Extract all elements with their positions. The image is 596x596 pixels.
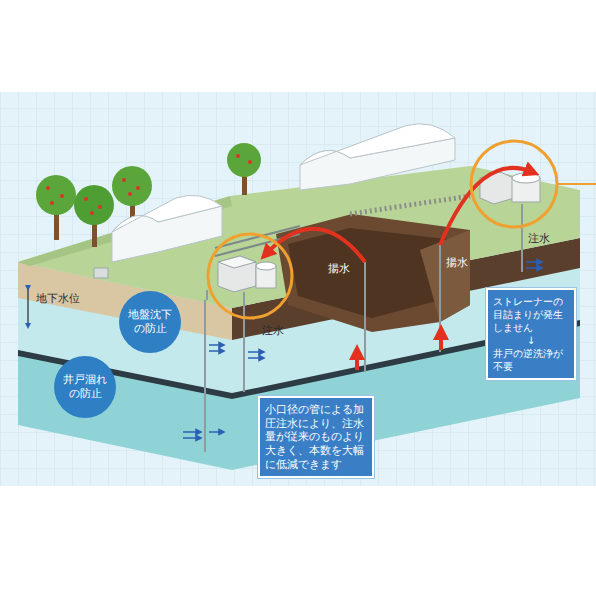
grid-panel — [0, 92, 596, 486]
excavation-wall — [420, 230, 470, 322]
note-text: ↓ — [493, 334, 569, 347]
pump-label: 揚水 — [446, 256, 468, 269]
note-box: 小口径の管による加圧注水により、注水量が従来のものより大きく、本数を大幅に低減で… — [258, 396, 374, 478]
inject-label: 注水 — [262, 324, 284, 337]
greenhouse — [112, 124, 455, 262]
pump-label: 揚水 — [328, 262, 350, 275]
tank — [218, 256, 276, 292]
water-level-label: 地下水位 — [36, 292, 80, 305]
pump-arrow — [440, 168, 532, 245]
note-box: ストレーナーの目詰まりが発生しません↓井戸の逆洗浄が不要 — [486, 288, 576, 380]
upflow-arrow — [355, 352, 359, 370]
note-text: 井戸の逆洗浄が不要 — [493, 347, 569, 373]
clay-layer — [18, 350, 232, 399]
shed — [94, 268, 108, 278]
highlight-circle — [471, 141, 557, 227]
upflow-arrow — [439, 332, 443, 350]
note-text: ストレーナーの目詰まりが発生しません — [493, 295, 569, 334]
circle-text: 地盤沈下の防止 — [123, 308, 177, 337]
benefit-circle: 井戸涸れの防止 — [54, 356, 116, 418]
circle-text: 井戸涸れの防止 — [58, 373, 112, 402]
inject-label: 注水 — [528, 232, 550, 245]
grid-lines — [0, 92, 596, 486]
level-marker — [27, 288, 28, 326]
benefit-circle: 地盤沈下の防止 — [119, 291, 181, 353]
leader-line — [557, 183, 596, 185]
track — [350, 196, 470, 214]
highlight-circle — [208, 234, 292, 318]
note-text: 小口径の管による加圧注水により、注水量が従来のものより大きく、本数を大幅に低減で… — [265, 403, 367, 471]
